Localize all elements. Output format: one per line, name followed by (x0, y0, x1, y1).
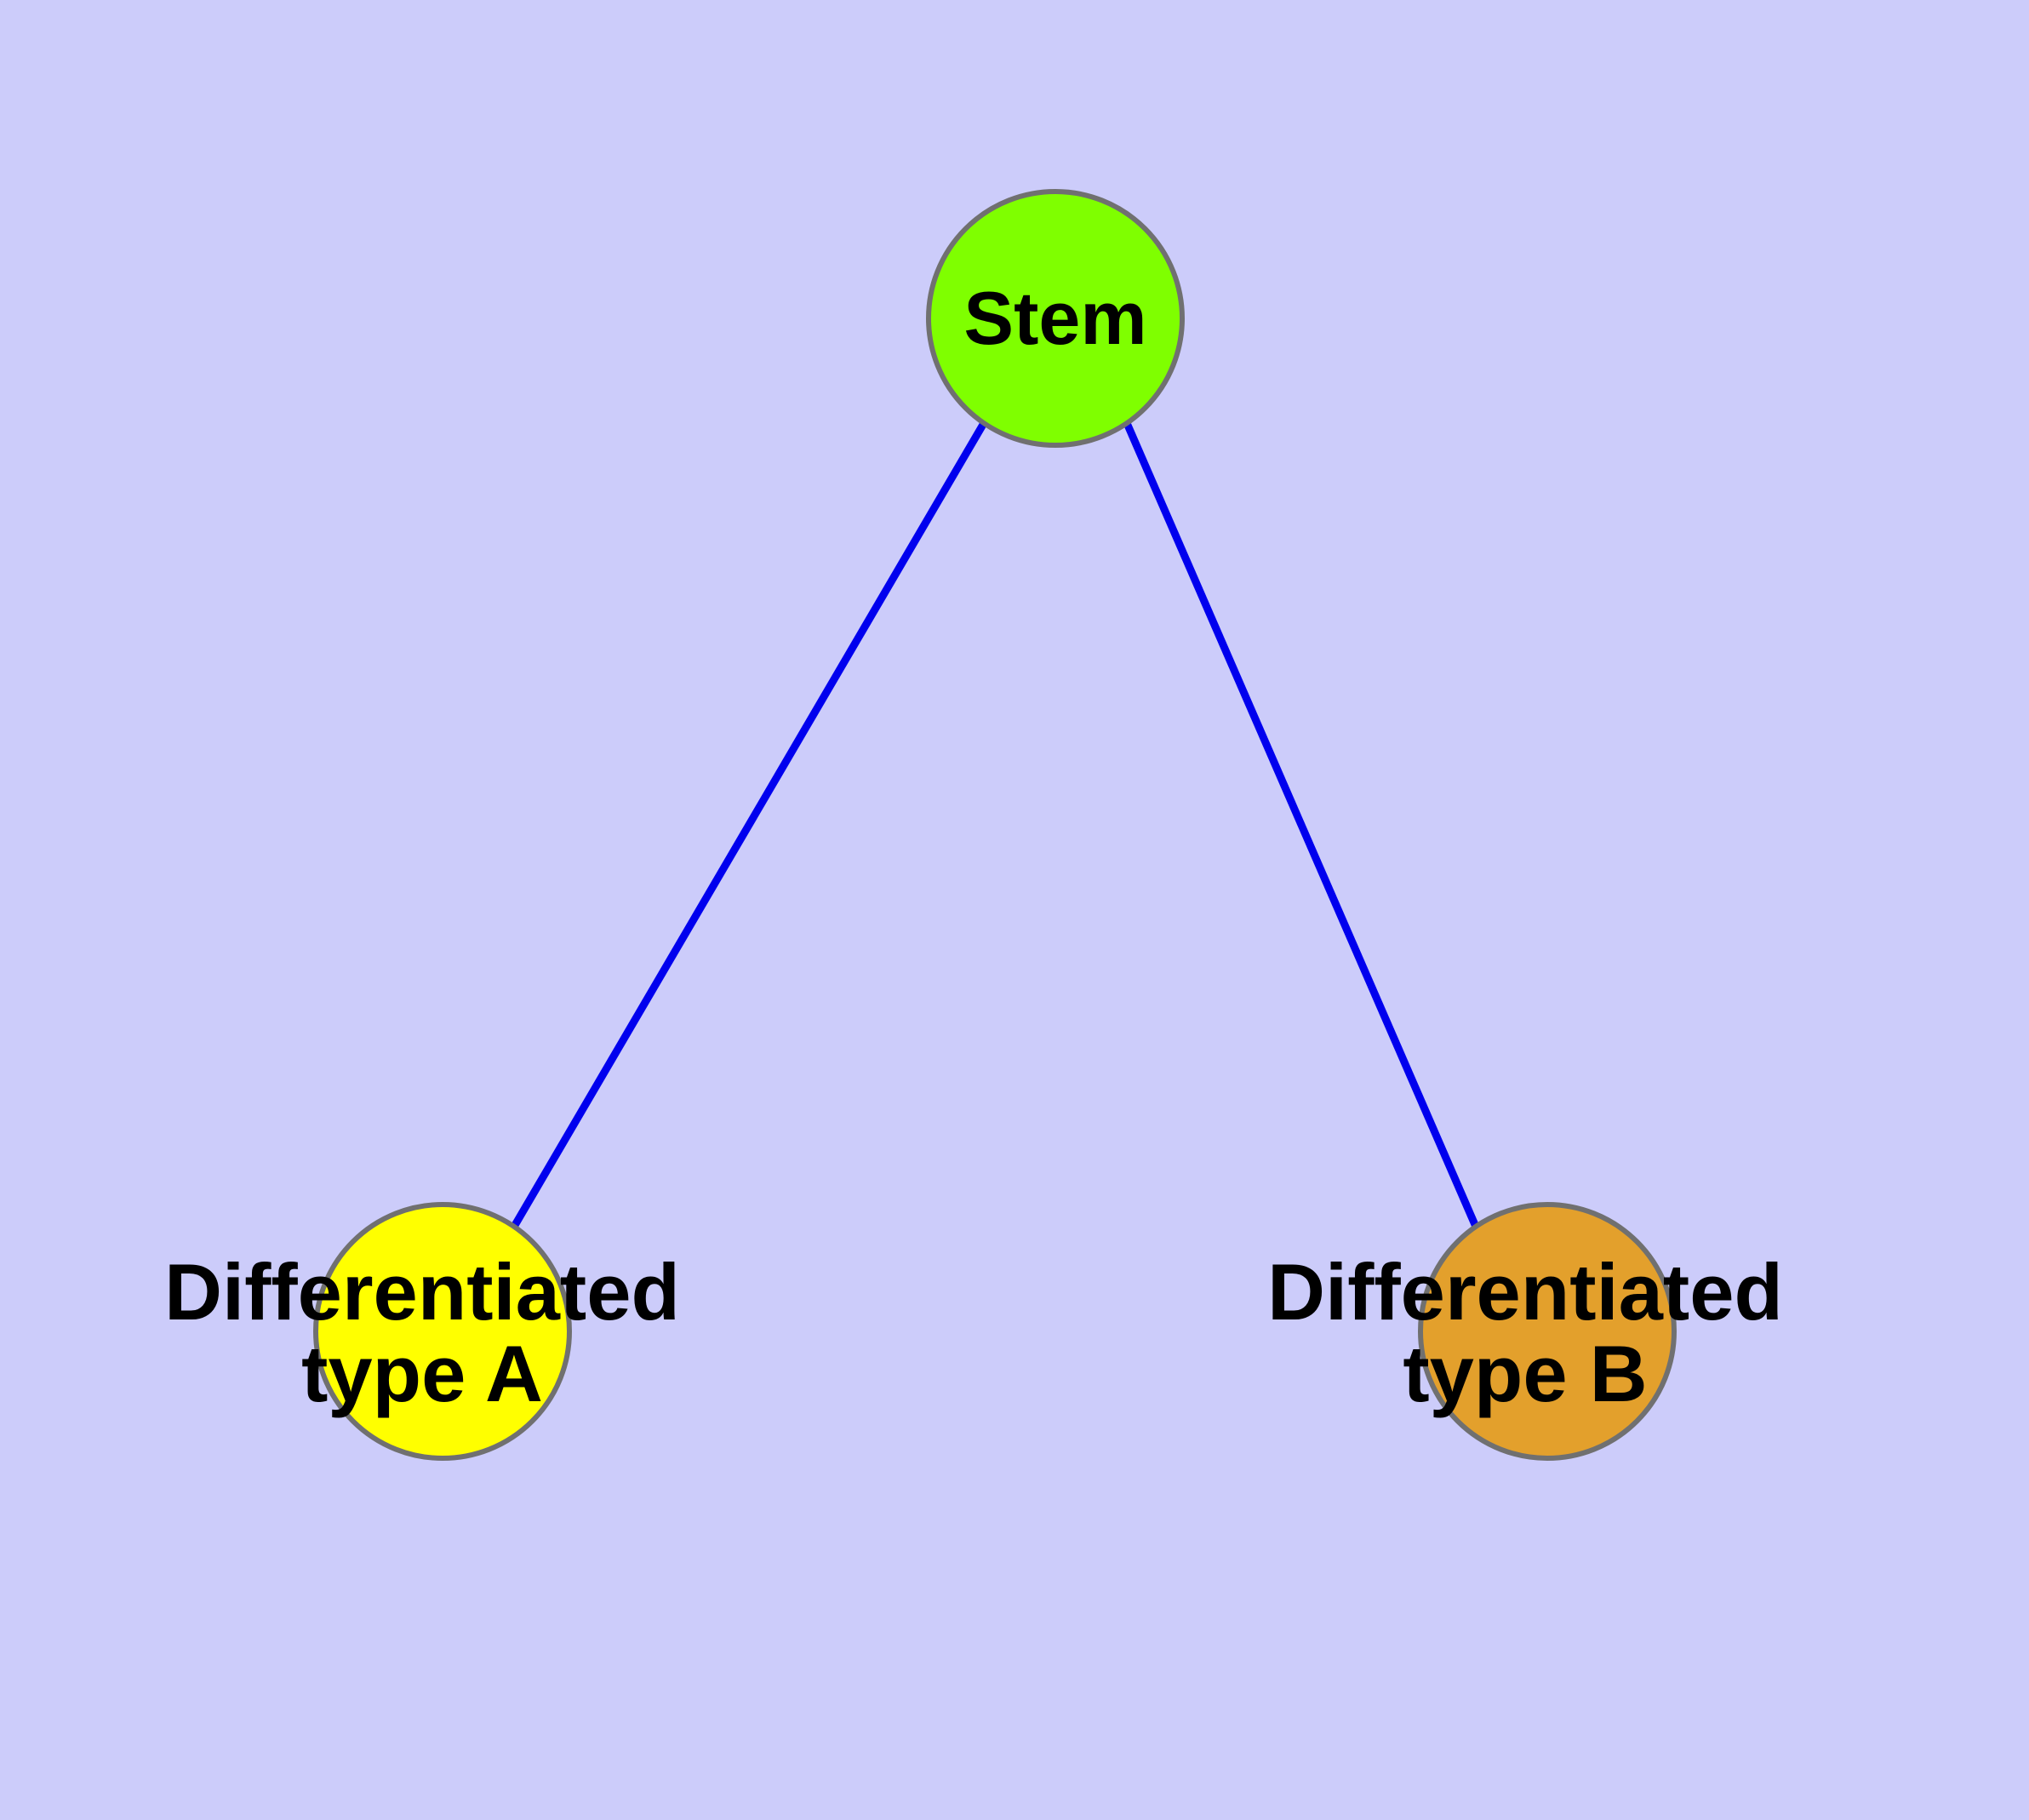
edge-stem-to-type-a[interactable] (511, 421, 987, 1229)
node-diff-type-b[interactable] (1418, 1202, 1677, 1461)
node-diff-type-a[interactable] (313, 1202, 572, 1461)
edge-stem-to-type-b[interactable] (1123, 421, 1480, 1228)
node-stem[interactable] (926, 189, 1185, 448)
